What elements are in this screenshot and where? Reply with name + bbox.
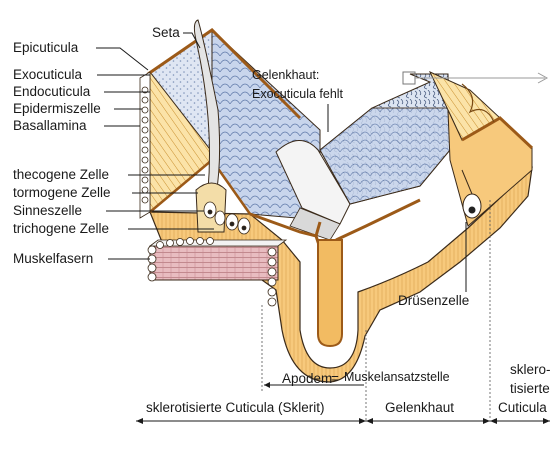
- label-gelenkhaut-title: Gelenkhaut:: [252, 68, 319, 82]
- dimension-apodem-arrow-left: [264, 382, 270, 388]
- label-sinneszelle: Sinneszelle: [13, 203, 82, 218]
- label-endocuticula: Endocuticula: [13, 84, 91, 99]
- label-sklero-2: tisierte: [510, 381, 550, 396]
- label-epidermiszelle: Epidermiszelle: [13, 101, 101, 116]
- label-muskelansatzstelle: Muskelansatzstelle: [344, 370, 450, 384]
- label-thecogene-zelle: thecogene Zelle: [13, 167, 109, 182]
- label-basallamina: Basallamina: [13, 118, 87, 133]
- right-sclerite-layers: [461, 116, 534, 150]
- joint-fold-white: [275, 140, 351, 225]
- leader-seta: [183, 32, 201, 49]
- label-muskelfasern: Muskelfasern: [13, 251, 93, 266]
- dim-arrow-mid-left: [359, 418, 366, 424]
- dim-arrow-far-right: [543, 418, 550, 424]
- dim-arrow-right-left: [483, 418, 490, 424]
- dim-arrow-mid-right: [366, 418, 373, 424]
- label-equals: =: [331, 371, 339, 386]
- dim-arrow-left: [136, 418, 143, 424]
- label-gelenkhaut-note: Exocuticula fehlt: [252, 87, 344, 101]
- label-epicuticula: Epicuticula: [13, 40, 79, 55]
- seta-hair: [193, 19, 221, 196]
- label-sklerit: sklerotisierte Cuticula (Sklerit): [146, 400, 325, 415]
- label-tormogene-zelle: tormogene Zelle: [13, 185, 111, 200]
- label-sklero-3: Cuticula: [498, 400, 547, 415]
- gland-cell: [461, 169, 482, 219]
- exocuticula-layer-left: [147, 28, 302, 120]
- right-sclerite-wood: [461, 83, 495, 123]
- label-seta: Seta: [152, 25, 180, 40]
- apodem-core: [317, 239, 343, 348]
- dim-arrow-right-right: [490, 418, 497, 424]
- leader-epicuticula: [96, 47, 149, 71]
- label-gelenkhaut-bottom: Gelenkhaut: [385, 400, 454, 415]
- label-druesenzelle: Drüsenzelle: [398, 293, 469, 308]
- zoom-indicator-arrow: [537, 72, 549, 84]
- label-exocuticula: Exocuticula: [13, 67, 83, 82]
- epidermis-cells-left: [139, 71, 151, 219]
- label-sklero-1: sklero-: [510, 362, 551, 377]
- sensory-cells: [203, 201, 251, 235]
- label-trichogene-zelle: trichogene Zelle: [13, 221, 109, 236]
- label-apodem: Apodem: [282, 371, 332, 386]
- muscle-fibres: [147, 237, 288, 307]
